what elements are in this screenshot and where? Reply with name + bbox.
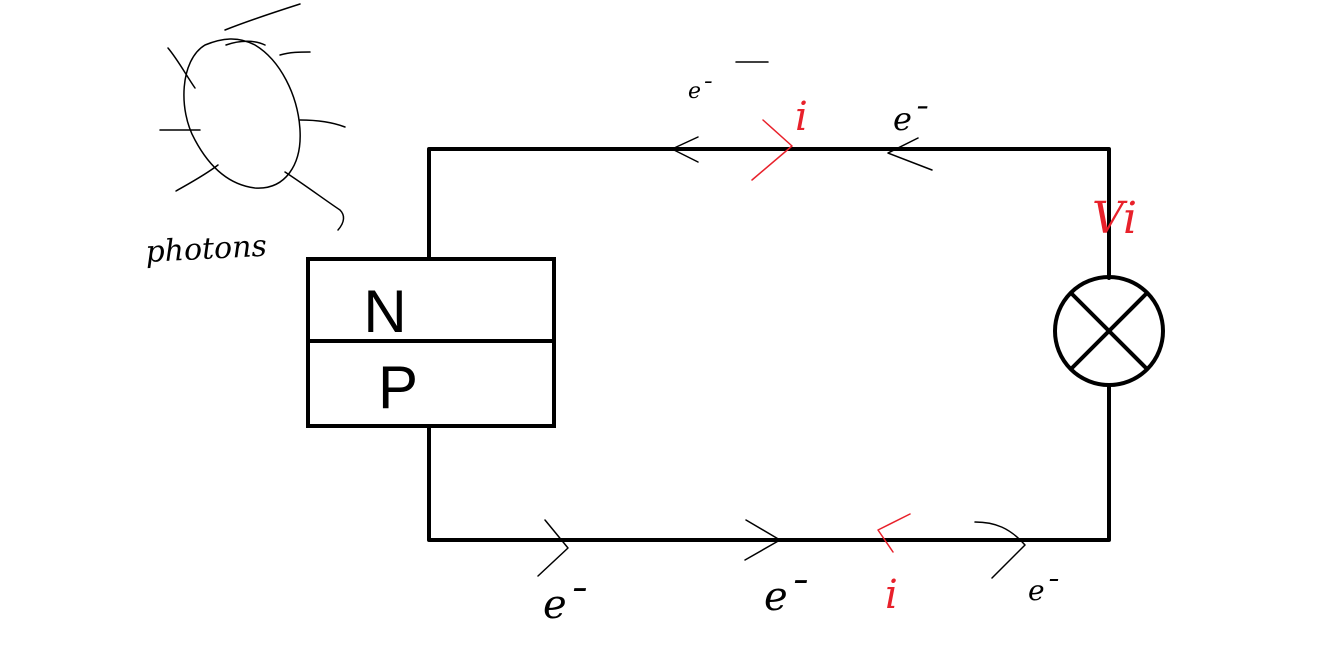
- n-layer-label: N: [363, 278, 406, 345]
- bottom-electron-label-3: e¯: [1028, 574, 1059, 607]
- lamp-cross-b: [1069, 291, 1149, 371]
- bottom-electron-label-1: e¯: [543, 582, 587, 628]
- bottom-arrow-left-current: [877, 513, 911, 553]
- lamp-icon: [1053, 275, 1165, 387]
- bottom-arrow-right-2: [744, 519, 781, 561]
- bottom-current-label: i: [885, 572, 898, 618]
- sun-ray-8: [284, 171, 345, 231]
- top-current-label: i: [795, 94, 808, 140]
- sun-ray-6: [299, 119, 346, 128]
- top-wire-annotations: e¯ i e¯: [671, 61, 933, 181]
- top-electron-label-2: e¯: [893, 100, 928, 138]
- sun-label: photons: [145, 229, 268, 270]
- sun-ray-4: [167, 47, 196, 89]
- circuit-wires: [427, 147, 1111, 542]
- bottom-arrow-right-1: [537, 519, 569, 577]
- pn-junction-icon: N P: [306, 257, 556, 428]
- sun-ray-7: [175, 164, 219, 192]
- sun-ray-3: [279, 51, 311, 56]
- top-arrow-left-2: [887, 137, 933, 171]
- sun-body: [183, 38, 301, 189]
- top-wire: [427, 147, 1111, 280]
- top-arrow-right-current: [751, 119, 793, 181]
- n-layer: [306, 257, 556, 343]
- lamp-voltage-label: Vi: [1092, 193, 1137, 244]
- lamp-circle: [1053, 275, 1165, 387]
- top-arrow-left: [671, 136, 699, 163]
- sun-ray-2: [225, 40, 266, 46]
- bottom-electron-label-2: e¯: [764, 574, 808, 620]
- p-layer: [306, 339, 556, 428]
- bottom-wire: [427, 384, 1111, 542]
- sun-ray-1: [224, 3, 301, 31]
- bottom-wire-annotations: e¯ e¯ i e¯: [537, 513, 1059, 628]
- bottom-arrow-right-3: [974, 521, 1026, 579]
- p-layer-label: P: [378, 354, 418, 421]
- top-electron-label-1: e¯: [688, 79, 712, 104]
- sun-icon: [159, 3, 346, 231]
